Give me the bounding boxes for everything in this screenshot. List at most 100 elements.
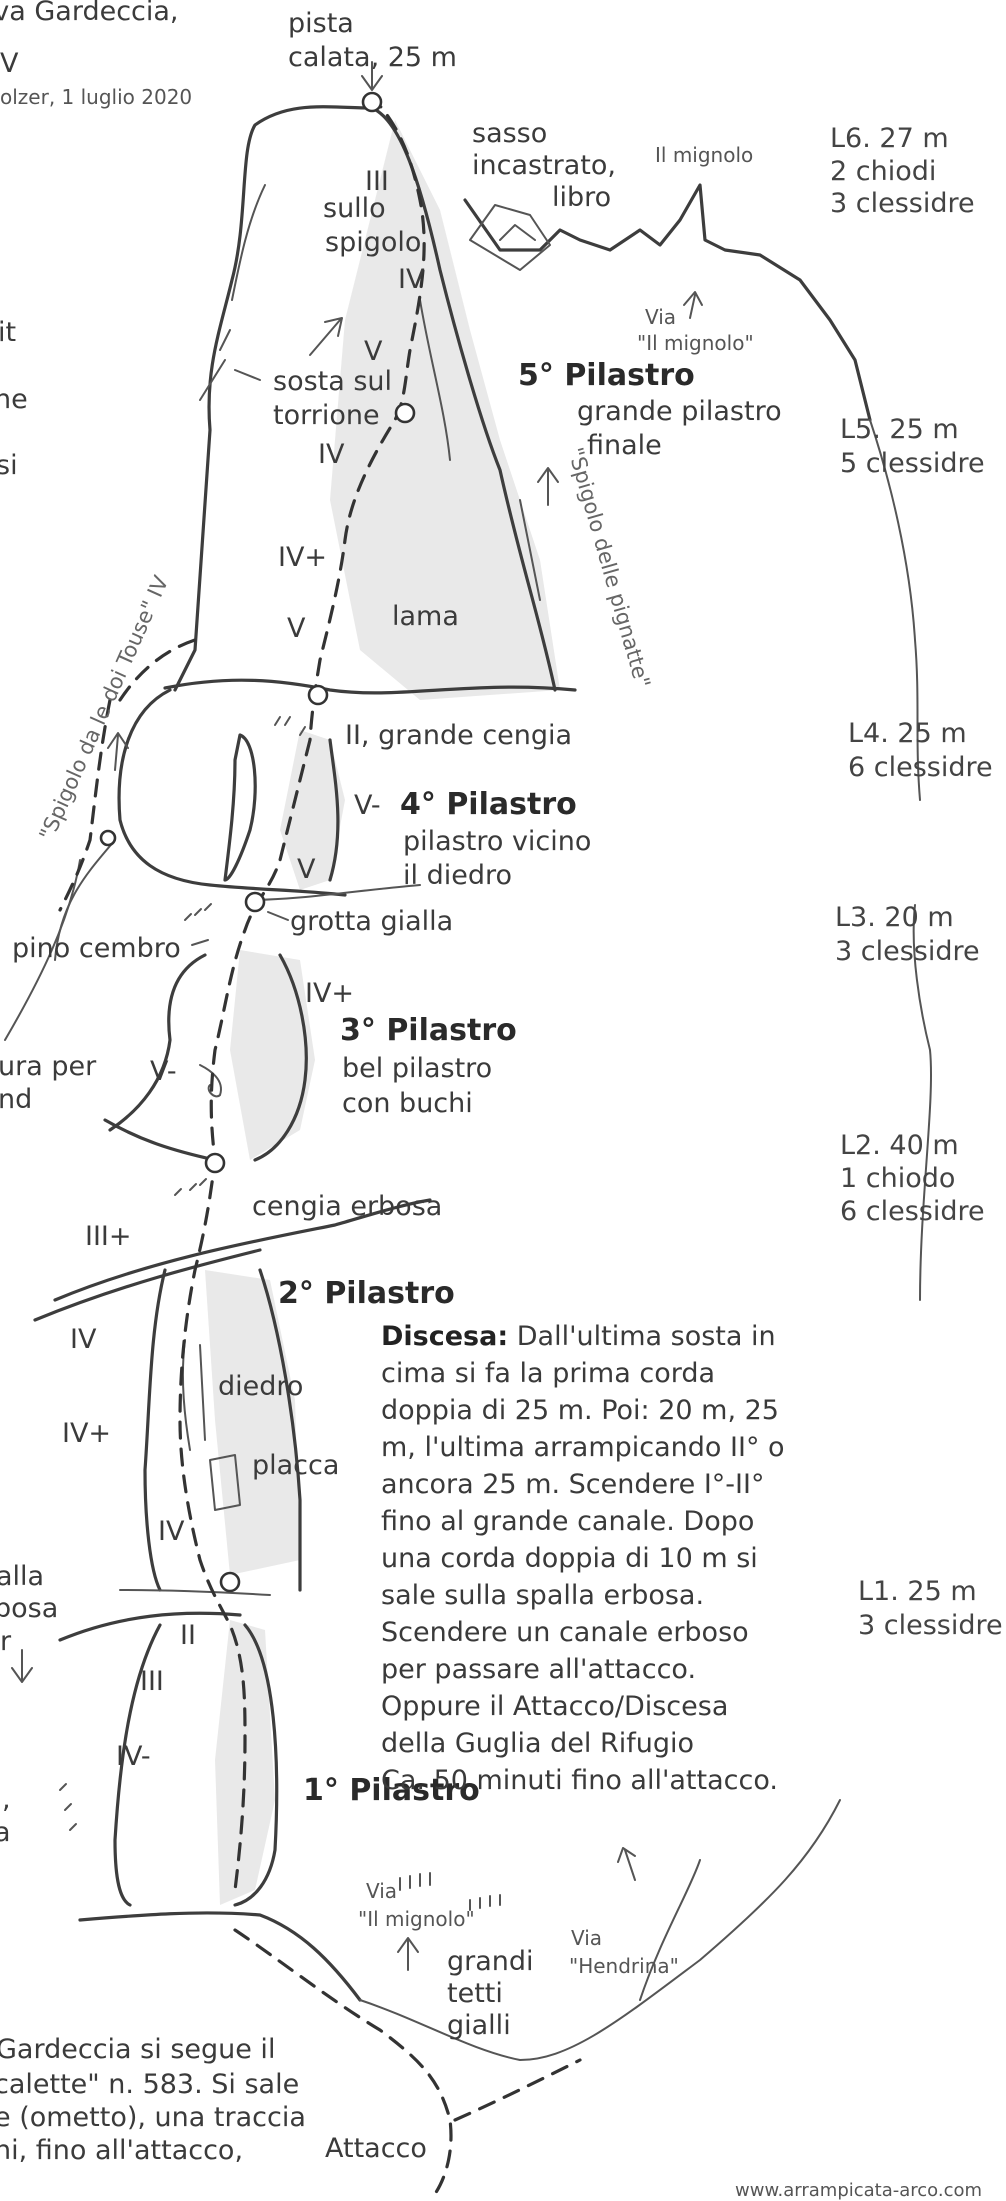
- rock-shade-2: [205, 1270, 300, 1575]
- label-bottom-via-mignolo-2: "Il mignolo": [358, 1907, 475, 1931]
- pillar1-top-ledge: [60, 1613, 240, 1640]
- descent-line-0: Dall'ultima sosta in: [508, 1321, 775, 1352]
- pillar-2-title: 2° Pilastro: [278, 1276, 455, 1311]
- grade-V-p4: V: [297, 854, 316, 885]
- approach-line-3: e (ometto), una traccia: [0, 2102, 306, 2133]
- pitch-l6-detail-2: 3 clessidre: [830, 188, 975, 219]
- pitch-l2-detail-1: 1 chiodo: [840, 1163, 955, 1194]
- descent-line-4: ancora 25 m. Scendere I°-II°: [381, 1466, 821, 1503]
- crop-a: a: [0, 1817, 11, 1848]
- website-credit: www.arrampicata-arco.com: [735, 2180, 982, 2201]
- descent-line-6: una corda doppia di 10 m si: [381, 1540, 821, 1577]
- pillar-4-title: 4° Pilastro: [400, 787, 577, 822]
- pitch-l4-detail-1: 6 clessidre: [848, 752, 993, 783]
- crop-ura-per: ura per: [0, 1051, 97, 1082]
- pillar-5-title: 5° Pilastro: [518, 358, 695, 393]
- belay-top: [363, 93, 381, 111]
- arrow-pignatte: [538, 468, 558, 505]
- pillar3-left: [110, 955, 205, 1130]
- belay-grotta: [246, 893, 264, 911]
- pillar-4-desc-1: pilastro vicino: [403, 826, 591, 857]
- label-diedro: diedro: [218, 1371, 303, 1402]
- arrow-bottom-mignolo: [398, 1938, 418, 1970]
- pillar-5-desc-1: grande pilastro: [577, 396, 782, 427]
- chockstone: [470, 205, 550, 270]
- label-grotta: grotta gialla: [290, 906, 453, 937]
- descent-line-2: doppia di 25 m. Poi: 20 m, 25: [381, 1392, 821, 1429]
- arrow-grotta: [268, 912, 288, 920]
- pillar2-dihedral: [183, 1340, 205, 1450]
- grade-IVp-p2: IV+: [62, 1418, 111, 1449]
- pitch-l1-name: L1. 25 m: [858, 1576, 977, 1607]
- label-calata: calata, 25 m: [288, 42, 457, 73]
- grade-Vm-p4: V-: [354, 790, 381, 821]
- pillar2-base-ledge: [120, 1590, 270, 1595]
- grade-II-p1: II: [180, 1620, 196, 1651]
- crop-alla: alla: [0, 1561, 44, 1592]
- label-pino: pino cembro: [12, 933, 181, 964]
- pitch-l5-detail-1: 5 clessidre: [840, 448, 985, 479]
- pitch-l5-name: L5. 25 m: [840, 414, 959, 445]
- label-lama: lama: [392, 601, 459, 632]
- pillar5-crack-a: [232, 185, 265, 300]
- grade-IV-sosta: IV: [318, 439, 345, 470]
- belay-left: [101, 831, 115, 845]
- crop-r: r: [0, 1626, 12, 1657]
- label-tetti-1: grandi: [447, 1946, 534, 1977]
- grade-IV-p2b: IV: [158, 1516, 185, 1547]
- crop-it: it: [0, 317, 16, 348]
- descent-line-11: della Guglia del Rifugio: [381, 1725, 821, 1762]
- grade-III-top: III: [365, 166, 389, 197]
- pillar-5-desc-2: finale: [587, 430, 662, 461]
- grade-IIIp: III+: [85, 1221, 132, 1252]
- label-sasso-2: incastrato,: [472, 150, 616, 181]
- label-spigolo-touse: "Spigolo da le doi Touse" IV: [35, 572, 174, 844]
- label-sosta-2: torrione: [273, 400, 380, 431]
- pillar4-dihedral: [225, 735, 255, 880]
- descent-line-7: sale sulla spalla erbosa.: [381, 1577, 821, 1614]
- pitch-l6-detail-1: 2 chiodi: [830, 156, 936, 187]
- grade-Vm-p3: V-: [150, 1056, 177, 1087]
- hendrina-line: [640, 1860, 700, 2000]
- header-crop-top: ...iva Gardeccia,: [0, 0, 179, 27]
- pillar-3-desc-1: bel pilastro: [342, 1053, 492, 1084]
- arrow-pino: [192, 940, 208, 945]
- pillar5-crack-e: [220, 330, 260, 380]
- pillar1-base: [80, 1913, 360, 2000]
- crop-nd: nd: [0, 1084, 32, 1115]
- pitch-l2-detail-2: 6 clessidre: [840, 1196, 985, 1227]
- crop-bosa: bosa: [0, 1593, 58, 1624]
- author-date: olzer, 1 luglio 2020: [0, 85, 192, 109]
- arrow-mignolo: [684, 292, 702, 318]
- label-attacco: Attacco: [325, 2133, 427, 2164]
- crop-si: si: [0, 450, 18, 481]
- label-bottom-via-mignolo-1: Via: [366, 1879, 397, 1903]
- label-via-mignolo-2: "Il mignolo": [637, 331, 754, 355]
- grade-IVm-p1: IV-: [116, 1741, 151, 1772]
- label-mignolo-peak: Il mignolo: [655, 143, 753, 167]
- label-grande-cengia: II, grande cengia: [345, 720, 572, 751]
- pillar-3-title: 3° Pilastro: [340, 1013, 517, 1048]
- pillar-3-desc-2: con buchi: [342, 1088, 473, 1119]
- label-via-mignolo-1: Via: [645, 305, 676, 329]
- label-placca: placca: [252, 1450, 339, 1481]
- crop-ne: ne: [0, 384, 28, 415]
- label-sullo: sullo: [323, 193, 386, 224]
- descent-first-line: Discesa: Dall'ultima sosta in: [381, 1318, 821, 1355]
- label-bottom-via-hendrina-1: Via: [571, 1926, 602, 1950]
- descent-line-right: [455, 2060, 580, 2120]
- label-tetti-3: gialli: [447, 2010, 511, 2041]
- label-sosta-1: sosta sul: [273, 366, 392, 397]
- header-crop-grade: V: [0, 48, 19, 79]
- approach-line-4: hi, fino all'attacco,: [0, 2135, 243, 2166]
- label-tetti-2: tetti: [447, 1978, 503, 2009]
- label-spigolo-pignatte: "Spigolo delle pignatte": [563, 445, 655, 691]
- descent-description: Discesa: Dall'ultima sosta in cima si fa…: [381, 1318, 821, 1799]
- grade-IVp-lama: IV+: [278, 542, 327, 573]
- label-sasso-3: libro: [552, 182, 611, 213]
- crop-comma: ,: [2, 1784, 11, 1815]
- grade-IVp-p3: IV+: [305, 978, 354, 1009]
- grade-V-top: V: [364, 336, 383, 367]
- label-bottom-via-hendrina-2: "Hendrina": [569, 1954, 679, 1978]
